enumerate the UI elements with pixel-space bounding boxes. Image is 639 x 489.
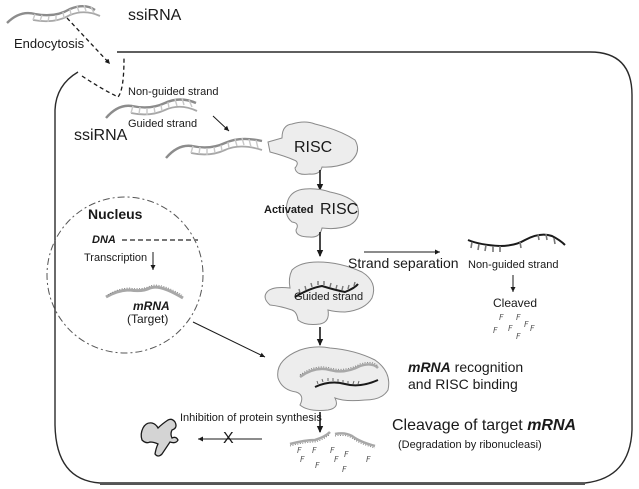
guided-strand-icon: [294, 281, 359, 298]
recognition-label-rest: recognition: [450, 359, 524, 375]
nucleus-boundary: [46, 196, 204, 354]
recognition-label-mrna: mRNA: [408, 359, 451, 375]
protein-icon: [140, 418, 179, 457]
degradation-label: (Degradation by ribonucleasi): [398, 439, 542, 451]
svg-text:F: F: [516, 313, 521, 322]
nucleus-title: Nucleus: [88, 206, 143, 222]
nucleus-mrna-icon: [105, 284, 184, 300]
arrow-mrna-to-risc: [192, 321, 266, 358]
svg-text:F: F: [499, 313, 504, 322]
activated-risc-complex: [285, 188, 359, 238]
nucleus-mrna-label: mRNA: [133, 299, 170, 313]
svg-text:F: F: [334, 455, 339, 464]
cell-membrane: [54, 51, 633, 484]
svg-text:F: F: [297, 446, 302, 455]
non-guided-strand-icon: [467, 233, 566, 252]
dna-label: DNA: [92, 234, 116, 246]
recognition-label: mRNA recognition: [408, 360, 523, 374]
risc-complex: [267, 121, 359, 175]
svg-text:F: F: [312, 446, 317, 455]
svg-text:F: F: [330, 446, 335, 455]
svg-text:F: F: [315, 461, 320, 470]
strand-separation-label: Strand separation: [348, 255, 459, 271]
endocytosis-arrow: [66, 17, 111, 65]
svg-text:F: F: [342, 465, 347, 474]
separated-non-guided-label: Non-guided strand: [468, 259, 559, 271]
cleaved-label: Cleaved: [493, 296, 538, 310]
ssirna-inside-label: ssiRNA: [74, 127, 128, 144]
ssirna-outside-label: ssiRNA: [128, 7, 182, 24]
cleavage-label-prefix: Cleavage of target: [392, 417, 528, 434]
activated-label: Activated: [264, 204, 314, 216]
blocked-x-mark: X: [223, 430, 234, 447]
risc-with-guided-strand: [264, 261, 375, 325]
nucleus-target-label: (Target): [127, 312, 169, 326]
risc-label: RISC: [294, 139, 333, 156]
svg-text:F: F: [366, 455, 371, 464]
svg-text:F: F: [493, 326, 498, 335]
recognition-label-line2: and RISC binding: [408, 376, 518, 392]
svg-text:F: F: [530, 324, 535, 333]
cleavage-label: Cleavage of target mRNA: [392, 418, 576, 434]
svg-text:F: F: [516, 332, 521, 341]
non-guided-strand-label: Non-guided strand: [128, 86, 219, 98]
arrow-to-risc: [212, 115, 230, 132]
endocytosis-label: Endocytosis: [14, 36, 85, 51]
cleavage-label-mrna: mRNA: [527, 417, 577, 434]
svg-text:F: F: [344, 450, 349, 459]
svg-text:F: F: [300, 455, 305, 464]
separated-guided-strand-label: Guided strand: [294, 291, 364, 303]
ssirna-inside-icon: [105, 97, 198, 119]
endocytosis-invagination: [81, 57, 125, 98]
ssirna-outside-icon: [6, 4, 101, 24]
svg-text:F: F: [508, 324, 513, 333]
guided-strand-label: Guided strand: [128, 118, 198, 130]
bound-mrna-icon: [299, 362, 379, 388]
ssirna-entering-risc-icon: [165, 137, 263, 159]
transcription-label: Transcription: [84, 252, 148, 264]
inhibition-label: Inhibition of protein synthesis: [180, 412, 322, 424]
cleaved-mrna-icon: [289, 431, 376, 449]
svg-text:F: F: [524, 320, 529, 329]
activated-risc-label: RISC: [320, 201, 359, 218]
